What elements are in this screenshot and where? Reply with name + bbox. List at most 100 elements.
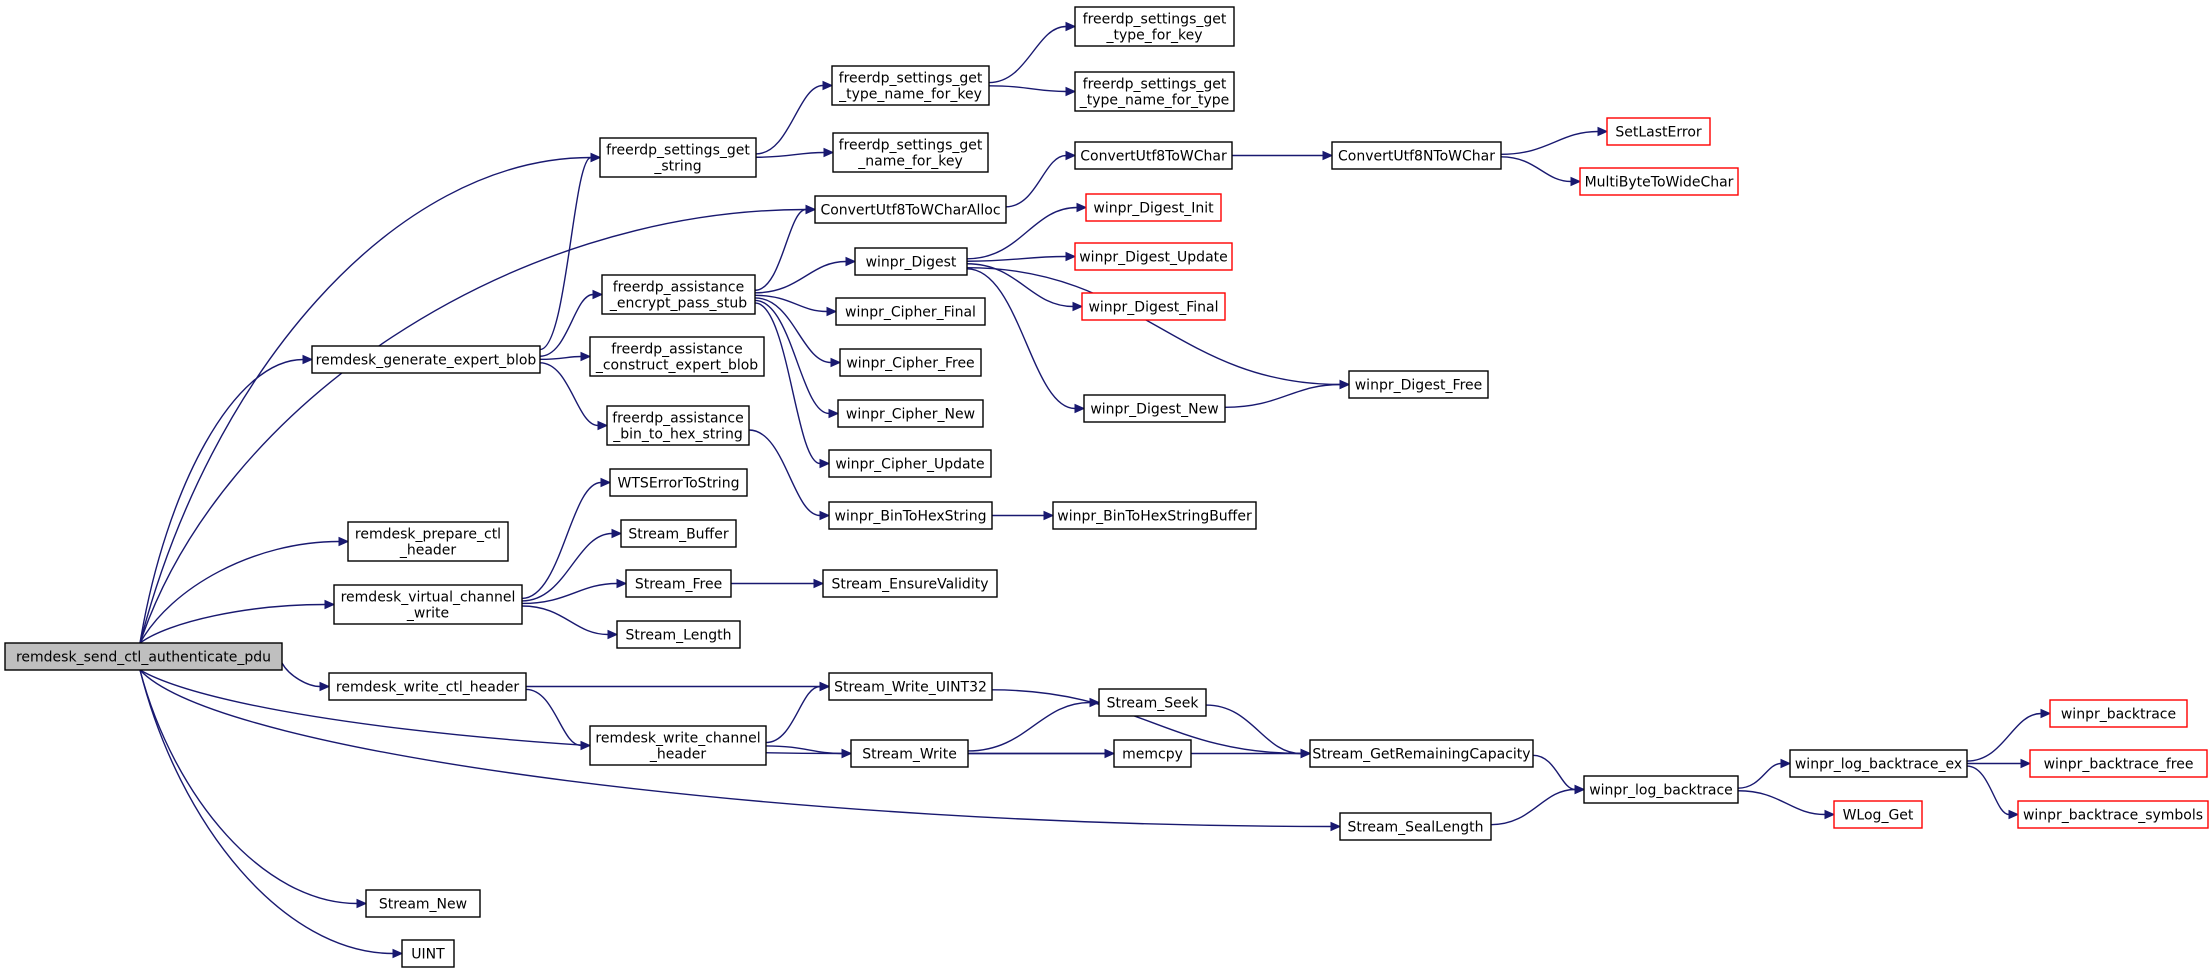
node-wdfi[interactable]: winpr_Digest_Final xyxy=(1081,292,1226,321)
node-wdu[interactable]: winpr_Digest_Update xyxy=(1074,242,1233,271)
edge-rvcw-to-sfree xyxy=(521,578,628,605)
node-wbt[interactable]: winpr_backtrace xyxy=(2049,699,2188,728)
node-wcn[interactable]: winpr_Cipher_New xyxy=(837,399,984,428)
node-fsnk[interactable]: freerdp_settings_get_name_for_key xyxy=(832,132,989,173)
node-swr[interactable]: Stream_Write xyxy=(850,739,969,768)
node-slen[interactable]: Stream_Length xyxy=(616,620,741,649)
node-fstt[interactable]: freerdp_settings_get_type_name_for_type xyxy=(1074,71,1235,112)
node-uint[interactable]: UINT xyxy=(401,939,455,968)
edge-arrowhead xyxy=(1574,784,1586,795)
node-box xyxy=(835,297,986,326)
node-box xyxy=(625,569,732,598)
node-cu8n[interactable]: ConvertUtf8NToWChar xyxy=(1331,141,1502,170)
node-label: freerdp_settings_get xyxy=(1083,77,1227,93)
edge-line xyxy=(521,481,602,600)
node-swu32[interactable]: Stream_Write_UINT32 xyxy=(828,672,993,701)
node-wdig[interactable]: winpr_Digest xyxy=(854,247,968,276)
node-wtse[interactable]: WTSErrorToString xyxy=(609,468,748,497)
node-wlg[interactable]: WLog_Get xyxy=(1833,800,1923,829)
node-box xyxy=(333,584,523,625)
node-label: _encrypt_pass_stub xyxy=(609,296,747,312)
node-label: freerdp_assistance xyxy=(613,280,745,296)
node-wlb[interactable]: winpr_log_backtrace xyxy=(1583,775,1739,804)
edge-arrowhead xyxy=(2020,758,2032,769)
node-fsgs[interactable]: freerdp_settings_get_string xyxy=(599,137,757,178)
node-label: winpr_log_backtrace_ex xyxy=(1795,757,1962,773)
node-rpch[interactable]: remdesk_prepare_ctl_header xyxy=(347,521,509,562)
node-box xyxy=(1331,141,1502,170)
node-root[interactable]: remdesk_send_ctl_authenticate_pdu xyxy=(4,642,283,671)
node-label: _write xyxy=(406,606,449,622)
node-rwchh[interactable]: remdesk_write_channel_header xyxy=(589,725,767,766)
node-label: ConvertUtf8ToWChar xyxy=(1080,149,1227,165)
node-fstn[interactable]: freerdp_settings_get_type_name_for_key xyxy=(831,65,990,106)
node-wbts[interactable]: winpr_backtrace_symbols xyxy=(2017,800,2209,829)
edge-line xyxy=(539,355,582,361)
node-fstk[interactable]: freerdp_settings_get_type_for_key xyxy=(1074,6,1235,47)
edge-rwchh-to-swr xyxy=(765,745,853,759)
node-rgeb[interactable]: remdesk_generate_expert_blob xyxy=(311,345,541,374)
node-sseek[interactable]: Stream_Seek xyxy=(1098,688,1207,717)
edge-line xyxy=(1966,765,2010,816)
node-label: remdesk_virtual_channel xyxy=(341,590,516,606)
node-cu8[interactable]: ConvertUtf8ToWChar xyxy=(1074,141,1233,170)
node-sfree[interactable]: Stream_Free xyxy=(625,569,732,598)
edge-arrowhead xyxy=(819,510,831,521)
node-label: winpr_Digest xyxy=(866,255,957,271)
edge-faep-to-wcu xyxy=(754,302,831,469)
node-label: winpr_Cipher_Free xyxy=(846,356,974,372)
edge-wlbe-to-wbt xyxy=(1966,708,2052,762)
edge-arrowhead xyxy=(813,578,825,589)
edge-arrowhead xyxy=(611,528,623,539)
node-wbtf[interactable]: winpr_backtrace_free xyxy=(2029,749,2208,778)
edge-swr-to-sseek xyxy=(967,697,1101,752)
node-wcu[interactable]: winpr_Cipher_Update xyxy=(828,449,992,478)
node-memcpy[interactable]: memcpy xyxy=(1113,739,1192,768)
node-faep[interactable]: freerdp_assistance_encrypt_pass_stub xyxy=(601,274,756,315)
node-face[interactable]: freerdp_assistance_construct_expert_blob xyxy=(589,336,765,377)
edge-line xyxy=(991,689,1302,755)
node-wcfi[interactable]: winpr_Cipher_Final xyxy=(835,297,986,326)
node-snew[interactable]: Stream_New xyxy=(365,889,481,918)
node-label: freerdp_settings_get xyxy=(839,71,983,87)
node-sev[interactable]: Stream_EnsureValidity xyxy=(822,569,998,598)
node-box xyxy=(1339,812,1492,841)
edge-line xyxy=(1490,788,1576,826)
edge-arrowhead xyxy=(1074,403,1086,414)
node-ssl[interactable]: Stream_SealLength xyxy=(1339,812,1492,841)
edge-arrowhead xyxy=(1043,510,1055,521)
node-sle[interactable]: SetLastError xyxy=(1606,117,1711,146)
node-wlbe[interactable]: winpr_log_backtrace_ex xyxy=(1789,749,1968,778)
node-sgrc[interactable]: Stream_GetRemainingCapacity xyxy=(1309,739,1534,768)
node-cu8a[interactable]: ConvertUtf8ToWCharAlloc xyxy=(814,195,1007,224)
edge-arrowhead xyxy=(392,948,404,959)
node-wdfr[interactable]: winpr_Digest_Free xyxy=(1348,370,1489,399)
edge-arrowhead xyxy=(1339,379,1351,390)
node-sbuf[interactable]: Stream_Buffer xyxy=(620,519,737,548)
node-rvcw[interactable]: remdesk_virtual_channel_write xyxy=(333,584,523,625)
node-wdi[interactable]: winpr_Digest_Init xyxy=(1085,193,1222,222)
node-wbh[interactable]: winpr_BinToHexString xyxy=(828,501,993,530)
edge-root-to-snew xyxy=(139,669,368,909)
edge-line xyxy=(966,268,1076,410)
node-label: winpr_log_backtrace xyxy=(1589,783,1733,799)
edge-wdig-to-wdu xyxy=(966,251,1077,262)
edge-line xyxy=(139,669,358,905)
edge-faep-to-cu8a xyxy=(754,204,817,291)
node-wbhb[interactable]: winpr_BinToHexStringBuffer xyxy=(1052,501,1257,530)
node-wdn[interactable]: winpr_Digest_New xyxy=(1083,394,1226,423)
edge-arrowhead xyxy=(580,351,592,362)
node-label: winpr_BinToHexString xyxy=(835,509,987,525)
node-fabh[interactable]: freerdp_assistance_bin_to_hex_string xyxy=(606,405,750,446)
node-label: winpr_Digest_Final xyxy=(1088,300,1218,316)
node-rwch[interactable]: remdesk_write_ctl_header xyxy=(328,672,527,701)
node-label: Stream_EnsureValidity xyxy=(831,577,988,593)
node-wcfr[interactable]: winpr_Cipher_Free xyxy=(839,348,982,377)
node-mbw[interactable]: MultiByteToWideChar xyxy=(1579,167,1739,196)
node-label: remdesk_send_ctl_authenticate_pdu xyxy=(16,650,271,666)
node-box xyxy=(589,336,765,377)
node-box xyxy=(1074,141,1233,170)
edge-root-to-rgeb xyxy=(139,354,314,644)
edge-arrowhead xyxy=(1330,821,1342,832)
